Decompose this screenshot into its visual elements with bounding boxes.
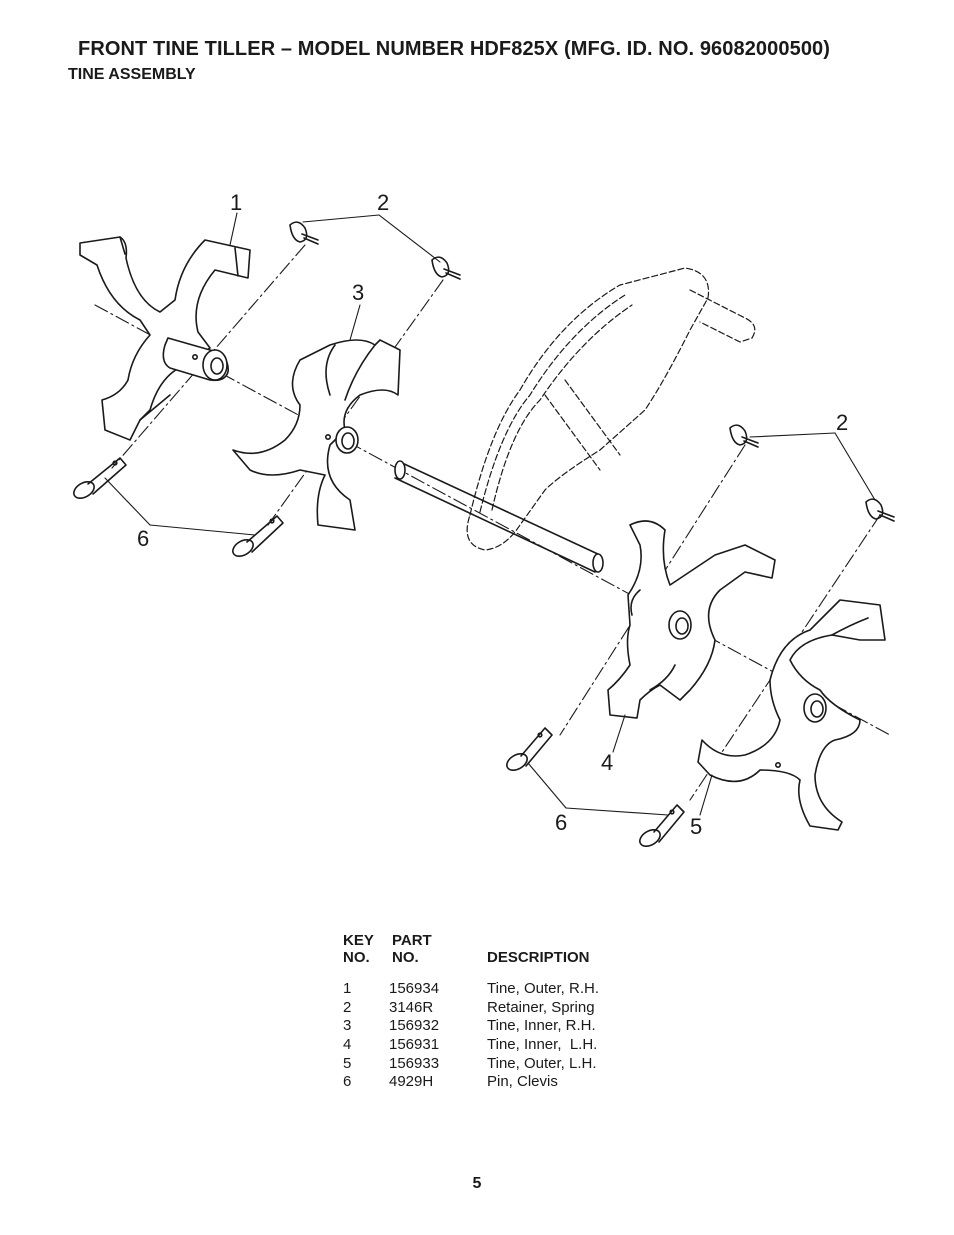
key-no: 6 bbox=[343, 1073, 352, 1091]
clevis-pin-right-2 bbox=[639, 804, 685, 847]
key-no: 3 bbox=[343, 1017, 352, 1035]
description: Tine, Outer, R.H. bbox=[487, 980, 599, 997]
description: Tine, Inner, L.H. bbox=[487, 1036, 598, 1054]
leader-6c bbox=[527, 762, 567, 809]
part-no: 156933 bbox=[389, 1054, 440, 1072]
header-part-line2: NO. bbox=[392, 949, 419, 966]
callout-1: 1 bbox=[230, 190, 242, 215]
description: Tine, Inner, R.H. bbox=[487, 1017, 596, 1035]
spring-retainer-top-right bbox=[431, 256, 461, 280]
leader-6d bbox=[565, 807, 669, 816]
spring-retainer-right-lower bbox=[865, 498, 895, 522]
key-no: 5 bbox=[343, 1054, 352, 1072]
key-no: 1 bbox=[343, 980, 352, 997]
tiller-frame-phantom bbox=[466, 267, 756, 551]
description: Retainer, Spring bbox=[487, 998, 595, 1016]
outer-lh-tine bbox=[697, 599, 886, 831]
callout-6-left: 6 bbox=[137, 526, 149, 551]
callout-4: 4 bbox=[601, 750, 613, 775]
leader-2c bbox=[749, 432, 836, 438]
callout-2-right: 2 bbox=[836, 410, 848, 435]
clevis-pin-right-1 bbox=[506, 727, 553, 771]
inner-lh-tine bbox=[607, 520, 776, 719]
part-no: 156932 bbox=[389, 1017, 440, 1035]
header-key-line1: KEY bbox=[343, 932, 374, 949]
description: Pin, Clevis bbox=[487, 1073, 558, 1091]
leader-5 bbox=[699, 774, 713, 816]
key-no: 2 bbox=[343, 998, 352, 1016]
part-no: 3146R bbox=[389, 998, 434, 1016]
page-title: FRONT TINE TILLER – MODEL NUMBER HDF825X… bbox=[78, 38, 831, 60]
leader-1 bbox=[229, 212, 238, 246]
spring-retainer-top-left bbox=[289, 221, 319, 245]
callout-6-right: 6 bbox=[555, 810, 567, 835]
inner-rh-tine bbox=[232, 339, 401, 531]
leader-6b bbox=[149, 524, 256, 536]
leader-2d bbox=[834, 432, 876, 501]
description: Tine, Outer, L.H. bbox=[487, 1054, 597, 1072]
key-no: 4 bbox=[343, 1036, 352, 1054]
callout-3: 3 bbox=[352, 280, 364, 305]
part-no: 156934 bbox=[389, 980, 440, 997]
tine-assembly-diagram: 1 2 3 2 6 4 6 5 bbox=[73, 190, 895, 847]
header-part-line1: PART bbox=[392, 932, 432, 949]
leader-6a bbox=[104, 477, 151, 526]
section-title: TINE ASSEMBLY bbox=[68, 66, 196, 83]
header-description: DESCRIPTION bbox=[487, 949, 590, 966]
page-number: 5 bbox=[472, 1175, 482, 1192]
clevis-pin-left-2 bbox=[232, 515, 284, 557]
axis-centerline bbox=[94, 304, 891, 736]
axle-shaft bbox=[394, 460, 604, 573]
part-no: 156931 bbox=[389, 1036, 440, 1054]
part-no: 4929H bbox=[389, 1073, 434, 1091]
callout-5: 5 bbox=[690, 814, 702, 839]
leader-2a bbox=[302, 214, 380, 223]
callout-2-top: 2 bbox=[377, 190, 389, 215]
clevis-pin-left-1 bbox=[73, 457, 127, 499]
outer-rh-tine bbox=[79, 236, 251, 441]
spring-retainer-right-upper bbox=[729, 424, 759, 448]
leader-4 bbox=[612, 714, 626, 753]
pin-centerline-2 bbox=[267, 279, 444, 526]
header-key-line2: NO. bbox=[343, 949, 370, 966]
leader-2b bbox=[378, 214, 441, 263]
leader-3 bbox=[349, 304, 361, 341]
